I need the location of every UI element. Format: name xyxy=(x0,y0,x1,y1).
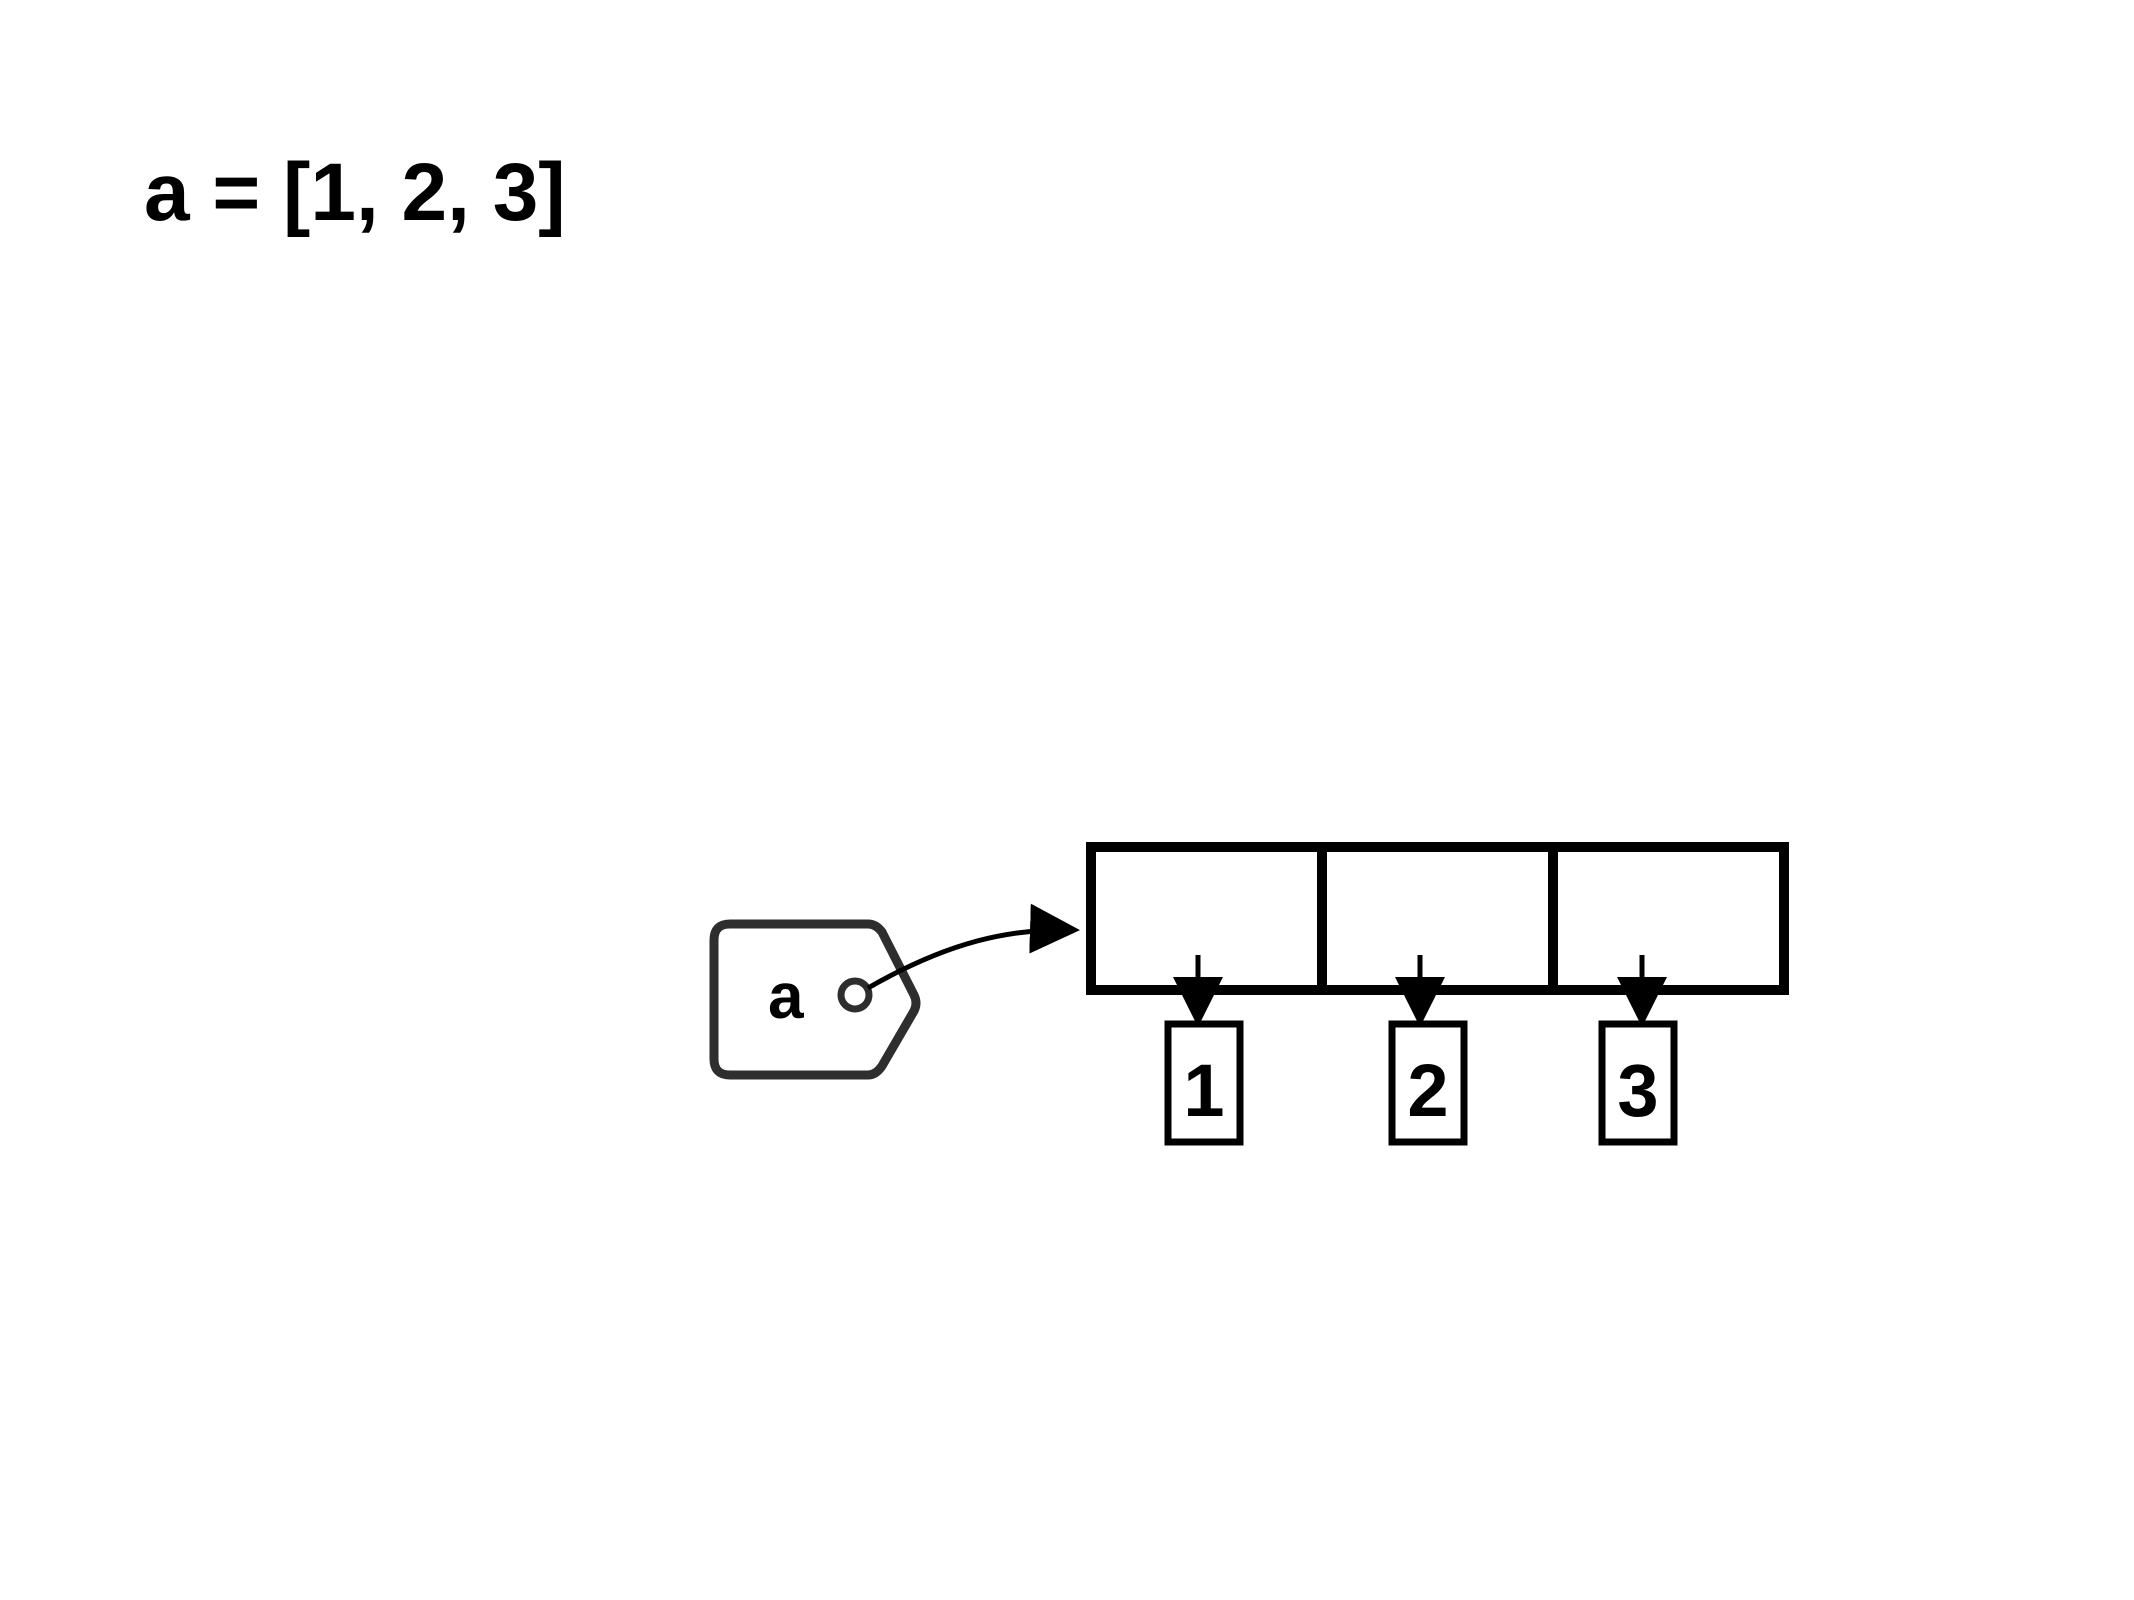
value-box-1: 1 xyxy=(1164,1020,1244,1146)
element-pointers xyxy=(1173,955,1667,1027)
code-line: a = [1, 2, 3] xyxy=(144,147,566,238)
value-box xyxy=(1388,1020,1468,1146)
reference-arrow xyxy=(866,903,1080,991)
tag-hole xyxy=(837,977,873,1013)
value-box-3: 3 xyxy=(1598,1020,1678,1146)
value-box xyxy=(1164,1020,1244,1146)
value-label: 2 xyxy=(1407,1049,1448,1132)
tag-shape xyxy=(709,919,921,1080)
list-cell xyxy=(1086,842,1327,995)
value-box-2: 2 xyxy=(1388,1020,1468,1146)
value-objects: 1 2 3 xyxy=(1164,1020,1678,1146)
variable-tag: a xyxy=(709,919,921,1080)
value-box xyxy=(1598,1020,1678,1146)
value-label: 1 xyxy=(1183,1049,1224,1132)
list-cell xyxy=(1548,842,1789,995)
variable-name: a xyxy=(768,960,804,1032)
list-object xyxy=(1086,842,1789,995)
list-cell xyxy=(1317,842,1558,995)
value-label: 3 xyxy=(1617,1049,1658,1132)
